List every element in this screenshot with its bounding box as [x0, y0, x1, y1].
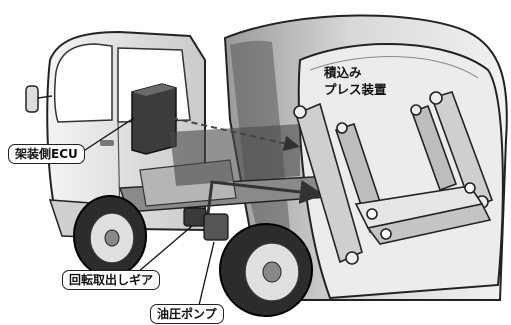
hydraulic-flow-arrow [206, 180, 324, 215]
press-label-line2: プレス装置 [324, 82, 387, 97]
pto-gear-part [183, 207, 207, 227]
hydraulic-pump-label: 油圧ポンプ [150, 304, 224, 324]
pto-gear-label: 回転取出しギア [62, 270, 161, 290]
front-wheel [73, 195, 147, 277]
ecu-label: 架装側ECU [8, 144, 85, 164]
hydraulic-pump-part [203, 213, 229, 241]
press-mechanism [293, 91, 494, 265]
ecu-signal-arrow [171, 117, 300, 152]
ecu-unit [131, 83, 177, 155]
rear-wheel [219, 223, 313, 317]
press-label-line1: 積込み [324, 65, 362, 80]
